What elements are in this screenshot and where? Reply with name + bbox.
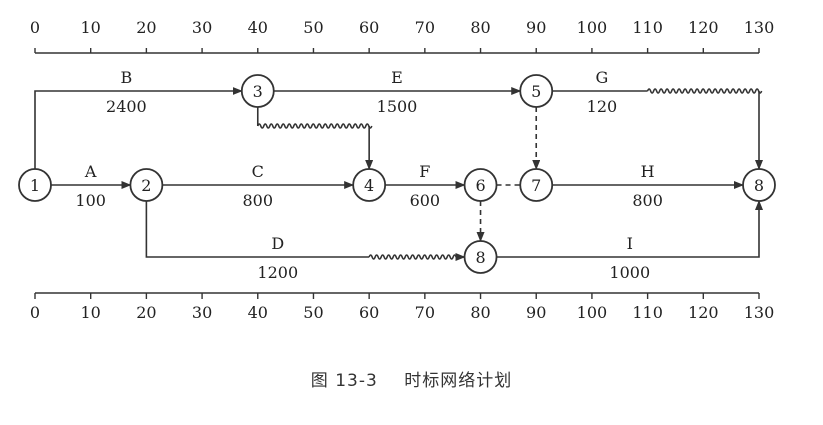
- axis-tick-label: 130: [744, 303, 775, 322]
- axis-tick-label: 60: [359, 18, 379, 37]
- activity-d-value: 1200: [257, 263, 298, 282]
- axis-tick-label: 80: [470, 303, 490, 322]
- activity-i-arrow: [496, 200, 763, 258]
- free-float-wavy-line: [368, 254, 460, 260]
- axis-tick-label: 50: [303, 303, 323, 322]
- activity-d-name: D: [271, 234, 284, 253]
- axis-tick-label: 120: [688, 303, 719, 322]
- node-n4: [352, 168, 387, 202]
- activity-c-name: C: [252, 162, 264, 181]
- axis-tick-label: 20: [136, 18, 156, 37]
- axis-tick-label: 110: [632, 303, 663, 322]
- axis-tick-label: 130: [744, 18, 775, 37]
- axis-tick-label: 120: [688, 18, 719, 37]
- axis-tick-label: 90: [526, 18, 546, 37]
- activity-h-name: H: [641, 162, 655, 181]
- axis-tick-label: 0: [30, 303, 40, 322]
- activity-f-value: 600: [410, 191, 441, 210]
- axis-tick-label: 0: [30, 18, 40, 37]
- node-label: 6: [475, 176, 485, 195]
- node-label: 3: [253, 82, 263, 101]
- dummy-wavy-line: [257, 123, 373, 129]
- axis-tick-label: 100: [577, 303, 608, 322]
- activity-f-name: F: [419, 162, 430, 181]
- axis-tick-label: 100: [577, 18, 608, 37]
- node-label: 8: [475, 248, 485, 267]
- axis-tick-label: 40: [248, 303, 268, 322]
- figure-number: 图 13-3: [310, 371, 378, 391]
- node-label: 5: [531, 82, 541, 101]
- node-label: 4: [364, 176, 374, 195]
- axis-tick-label: 50: [303, 18, 323, 37]
- activity-c-value: 800: [242, 191, 273, 210]
- activity-b-value: 2400: [106, 97, 147, 116]
- node-n8a: [742, 168, 776, 202]
- axis-tick-label: 90: [526, 303, 546, 322]
- node-label: 8: [754, 176, 764, 195]
- activity-a-value: 100: [75, 191, 106, 210]
- axis-tick-label: 110: [632, 18, 663, 37]
- node-label: 7: [531, 176, 541, 195]
- activity-g-name: G: [596, 68, 609, 87]
- axis-tick-label: 10: [81, 303, 101, 322]
- axis-tick-label: 30: [192, 303, 212, 322]
- node-n1: [18, 168, 52, 202]
- activity-b-arrow: [34, 87, 243, 169]
- node-n2: [129, 168, 164, 202]
- node-n5: [519, 74, 554, 108]
- axis-tick-label: 60: [359, 303, 379, 322]
- axis-tick-label: 80: [470, 18, 490, 37]
- axis-tick-label: 40: [248, 18, 268, 37]
- axis-tick-label: 70: [415, 303, 435, 322]
- axis-tick-label: 20: [136, 303, 156, 322]
- activity-e-name: E: [391, 68, 403, 87]
- activity-i-name: I: [627, 234, 633, 253]
- node-n3: [240, 74, 275, 108]
- activity-b-name: B: [121, 68, 133, 87]
- axis-tick-label: 10: [81, 18, 101, 37]
- node-label: 2: [141, 176, 151, 195]
- node-n8b: [463, 240, 498, 274]
- axis-tick-label: 70: [415, 18, 435, 37]
- figure-caption: 图 13-3 时标网络计划: [0, 366, 823, 391]
- activity-d-arrow: [145, 201, 370, 258]
- node-n7: [519, 168, 554, 202]
- activity-g-value: 120: [587, 97, 618, 116]
- free-float-wavy-line: [646, 88, 763, 94]
- activity-a-name: A: [84, 162, 97, 181]
- node-n6: [463, 168, 498, 202]
- axis-tick-label: 30: [192, 18, 212, 37]
- activity-h-value: 800: [632, 191, 663, 210]
- activity-i-value: 1000: [609, 263, 650, 282]
- figure-title: 时标网络计划: [404, 371, 513, 391]
- activity-e-value: 1500: [377, 97, 418, 116]
- node-label: 1: [30, 176, 40, 195]
